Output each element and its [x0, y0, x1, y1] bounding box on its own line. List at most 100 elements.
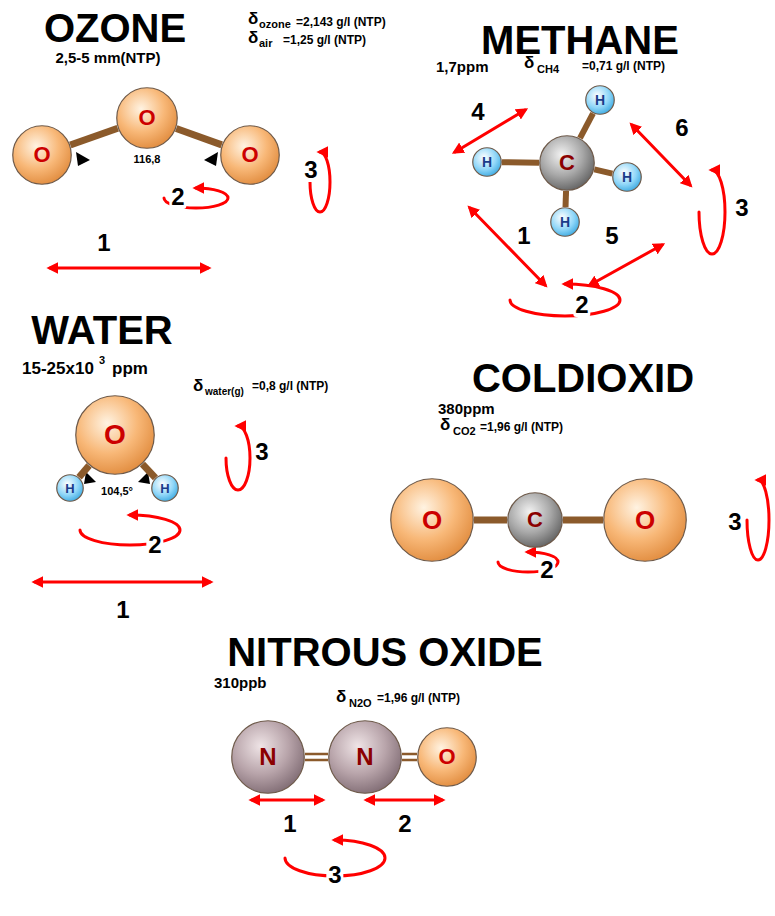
atom-symbol: N — [259, 745, 276, 769]
density-symbol: δ — [440, 416, 450, 433]
callout-number: 3 — [302, 158, 319, 182]
bond-line — [563, 191, 570, 207]
atom-circle: O — [220, 125, 280, 185]
atom-circle: H — [550, 207, 580, 237]
atom-circle: H — [612, 162, 642, 192]
stretch-arrow — [590, 245, 662, 285]
bond-line — [176, 128, 222, 144]
stretch-arrow — [455, 110, 525, 152]
concentration: 2,5-5 mm(NTP) — [55, 50, 160, 65]
atom-symbol: O — [438, 746, 455, 768]
density-symbol: δ — [248, 10, 258, 27]
concentration: 380ppm — [438, 401, 495, 416]
molecule-name: OZONE — [44, 8, 186, 48]
atom-circle: O — [390, 478, 474, 562]
callout-number: 3 — [733, 196, 750, 220]
atom-outline — [551, 208, 580, 237]
callout-number: 3 — [326, 863, 343, 887]
bond-line — [502, 159, 539, 165]
atom-symbol: H — [560, 215, 570, 229]
atom-circle: O — [116, 87, 178, 149]
density-subscript: CO2 — [453, 426, 476, 437]
atom-symbol: O — [635, 507, 655, 533]
concentration-unit: ppm — [112, 360, 148, 377]
atom-symbol: C — [527, 509, 543, 531]
callout-number: 6 — [673, 116, 690, 140]
callout-number: 2 — [146, 533, 163, 557]
bond-line — [70, 128, 117, 145]
callout-number: 3 — [726, 510, 743, 534]
atom-outline — [613, 163, 642, 192]
atom-outline — [221, 126, 280, 185]
atom-outline — [117, 88, 178, 149]
atom-circle: N — [231, 720, 305, 794]
callout-number: 3 — [253, 440, 270, 464]
density-symbol: δ — [248, 29, 258, 46]
density-value: =0,8 g/l (NTP) — [252, 380, 328, 392]
atom-circle: N — [328, 720, 402, 794]
atom-symbol: H — [65, 482, 74, 495]
atom-circle: O — [12, 125, 72, 185]
atom-outline — [473, 148, 502, 177]
atom-symbol: H — [160, 482, 169, 495]
bond-line — [142, 464, 155, 478]
atom-circle: H — [151, 474, 179, 502]
density-subscript: ozone — [259, 19, 291, 30]
callout-number: 2 — [169, 185, 186, 209]
callout-number: 1 — [515, 224, 532, 248]
atom-circle: H — [56, 474, 84, 502]
stretch-arrow — [35, 581, 210, 584]
molecule-name: COLDIOXID — [472, 358, 694, 398]
molecule-name: METHANE — [481, 20, 679, 60]
density-subscript: N2O — [349, 698, 372, 709]
bond-line — [563, 517, 603, 524]
atom-outline — [540, 136, 595, 191]
atom-outline — [604, 479, 687, 562]
atom-circle: H — [585, 85, 615, 115]
atom-outline — [391, 479, 474, 562]
atom-symbol: H — [482, 155, 492, 169]
rotation-arrow — [699, 170, 725, 254]
atom-symbol: O — [422, 507, 442, 533]
density-symbol: δ — [336, 688, 346, 705]
atom-outline — [57, 475, 84, 502]
density-value: =2,143 g/l (NTP) — [296, 16, 386, 28]
stretch-arrow — [367, 799, 442, 802]
bond-line — [402, 754, 417, 760]
atom-outline — [13, 126, 72, 185]
callout-number: 2 — [573, 293, 590, 317]
stretch-arrow — [252, 799, 322, 802]
concentration: 15-25x10 — [22, 360, 94, 377]
atom-symbol: H — [595, 93, 605, 107]
callout-number: 1 — [95, 231, 112, 255]
density-subscript: CH4 — [537, 64, 559, 75]
atom-circle: C — [539, 135, 595, 191]
atom-symbol: H — [622, 170, 632, 184]
callout-number: 4 — [469, 100, 486, 124]
bond-angle: 104,5° — [101, 486, 133, 497]
density-value: =1,96 g/l (NTP) — [480, 421, 563, 433]
angle-marker — [76, 152, 90, 166]
callout-number: 1 — [114, 598, 131, 622]
stretch-arrow — [50, 267, 208, 270]
rotation-arrow — [226, 426, 250, 490]
bond-line — [594, 169, 612, 173]
concentration: 1,7ppm — [436, 59, 489, 74]
bond-angle: 116,8 — [134, 154, 161, 165]
atom-outline — [586, 86, 615, 115]
callout-number: 2 — [396, 812, 413, 836]
callout-number: 2 — [538, 558, 555, 582]
density-subscript: water(g) — [205, 387, 244, 397]
atom-symbol: O — [241, 144, 258, 166]
angle-marker — [204, 152, 218, 166]
atom-circle: C — [507, 492, 563, 548]
atom-outline — [418, 728, 477, 787]
density-symbol: δ — [524, 54, 534, 71]
rotation-arrow — [80, 515, 180, 545]
molecule-name: WATER — [31, 310, 172, 350]
atom-symbol: O — [33, 144, 50, 166]
atom-circle: O — [603, 478, 687, 562]
atom-outline — [152, 475, 179, 502]
callout-number: 1 — [281, 812, 298, 836]
